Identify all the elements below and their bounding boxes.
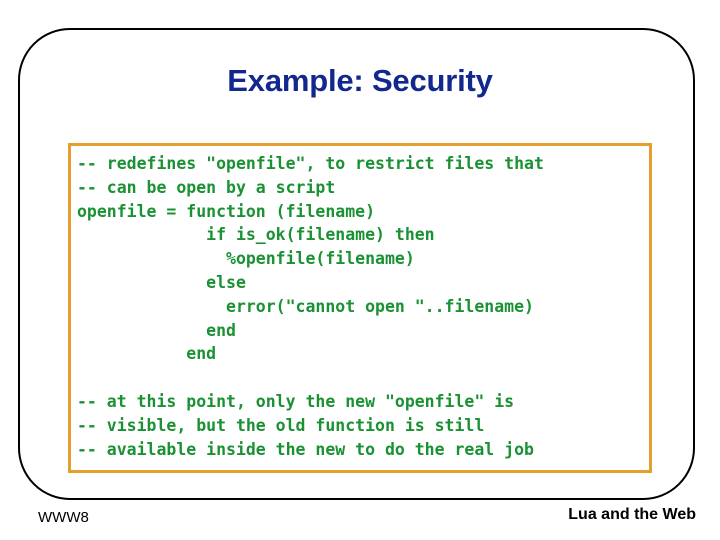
code-block: -- redefines "openfile", to restrict fil…	[68, 143, 652, 473]
code-block-text: -- redefines "openfile", to restrict fil…	[77, 154, 544, 459]
slide-frame-border	[18, 28, 695, 500]
footer-presentation-title: Lua and the Web	[568, 506, 696, 523]
page-title: Example: Security	[227, 63, 493, 98]
footer-conference-label: WWW8	[38, 509, 89, 526]
